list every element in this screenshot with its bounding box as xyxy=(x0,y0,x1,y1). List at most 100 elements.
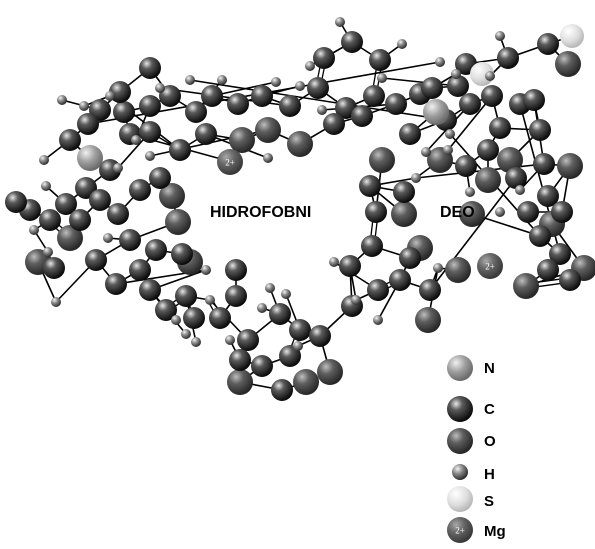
atom-c xyxy=(339,255,361,277)
atom-c xyxy=(39,209,61,231)
atom-h xyxy=(411,173,421,183)
legend-swatch-h xyxy=(452,464,468,480)
atom-c xyxy=(279,95,301,117)
atom-c xyxy=(279,345,301,367)
atom-c xyxy=(529,119,551,141)
atom-c xyxy=(551,201,573,223)
atom-h xyxy=(205,295,215,305)
legend-label-mg: Mg xyxy=(484,523,506,540)
atom-c xyxy=(183,307,205,329)
legend-swatch-s xyxy=(447,486,473,512)
atom-o xyxy=(229,127,255,153)
atom-o xyxy=(445,257,471,283)
atom-h xyxy=(377,73,387,83)
atom-c xyxy=(43,257,65,279)
atom-o xyxy=(557,153,583,179)
atom-o xyxy=(57,225,83,251)
legend-label-h: H xyxy=(484,466,495,483)
atom-h xyxy=(329,257,339,267)
atom-h xyxy=(435,57,445,67)
legend-swatch-c xyxy=(447,396,473,422)
atom-c xyxy=(367,279,389,301)
atom-c xyxy=(69,209,91,231)
legend-label-c: C xyxy=(484,401,495,418)
atom-n xyxy=(77,145,103,171)
legend-swatch-mg: 2+ xyxy=(447,517,473,543)
atom-h xyxy=(263,153,273,163)
atom-o xyxy=(555,51,581,77)
atom-o xyxy=(497,147,523,173)
legend-swatch-o xyxy=(447,428,473,454)
atom-h xyxy=(43,247,53,257)
atom-c xyxy=(55,193,77,215)
atom-c xyxy=(201,85,223,107)
atom-c xyxy=(185,101,207,123)
legend-swatches: 2+ xyxy=(447,355,473,543)
atom-c xyxy=(399,247,421,269)
mg-ion-sphere xyxy=(477,253,503,279)
atom-c xyxy=(105,273,127,295)
atom-h xyxy=(515,185,525,195)
atom-h xyxy=(445,129,455,139)
atom-c xyxy=(323,113,345,135)
atom-h xyxy=(79,101,89,111)
atom-h xyxy=(41,181,51,191)
atom-h xyxy=(103,233,113,243)
atom-h xyxy=(217,75,227,85)
atom-h xyxy=(495,207,505,217)
mg-ion-charge: 2+ xyxy=(455,526,465,536)
atom-c xyxy=(385,93,407,115)
atom-c xyxy=(175,285,197,307)
atom-o xyxy=(165,209,191,235)
atom-c xyxy=(229,349,251,371)
atom-h xyxy=(305,61,315,71)
atom-c xyxy=(505,167,527,189)
atom-h xyxy=(181,329,191,339)
atom-c xyxy=(89,189,111,211)
atom-c xyxy=(113,101,135,123)
atom-c xyxy=(129,259,151,281)
part-label: DEO xyxy=(440,204,475,221)
atom-h xyxy=(225,335,235,345)
atom-c xyxy=(129,179,151,201)
atom-c xyxy=(307,77,329,99)
atom-o xyxy=(415,307,441,333)
legend-label-o: O xyxy=(484,433,496,450)
atom-h xyxy=(57,95,67,105)
atom-c xyxy=(517,201,539,223)
mg-ion-sphere xyxy=(217,149,243,175)
mg-ion-2: 2+ xyxy=(477,253,503,279)
atom-h xyxy=(201,265,211,275)
atom-c xyxy=(369,49,391,71)
atom-h xyxy=(485,71,495,81)
atom-c xyxy=(393,181,415,203)
legend-label-s: S xyxy=(484,493,495,510)
atom-c xyxy=(421,77,443,99)
legend-swatch-n xyxy=(447,355,473,381)
hydrophobic-label: HIDROFOBNI xyxy=(210,204,312,221)
atom-c xyxy=(159,85,181,107)
atom-c xyxy=(119,229,141,251)
atom-c xyxy=(537,185,559,207)
mg-ion-charge: 2+ xyxy=(485,262,495,272)
atom-layer: 2+2+ xyxy=(5,17,595,401)
atom-h xyxy=(145,151,155,161)
atom-c xyxy=(523,89,545,111)
atom-c xyxy=(139,121,161,143)
atom-c xyxy=(107,203,129,225)
atom-h xyxy=(495,31,505,41)
atom-c xyxy=(289,319,311,341)
atom-o xyxy=(513,273,539,299)
atom-h xyxy=(465,187,475,197)
bond xyxy=(381,77,459,87)
atom-c xyxy=(455,155,477,177)
atom-c xyxy=(359,175,381,197)
atom-c xyxy=(251,355,273,377)
atom-o xyxy=(293,369,319,395)
atom-c xyxy=(361,235,383,257)
atom-c xyxy=(5,191,27,213)
atom-c xyxy=(549,243,571,265)
atom-h xyxy=(335,17,345,27)
atom-c xyxy=(169,139,191,161)
